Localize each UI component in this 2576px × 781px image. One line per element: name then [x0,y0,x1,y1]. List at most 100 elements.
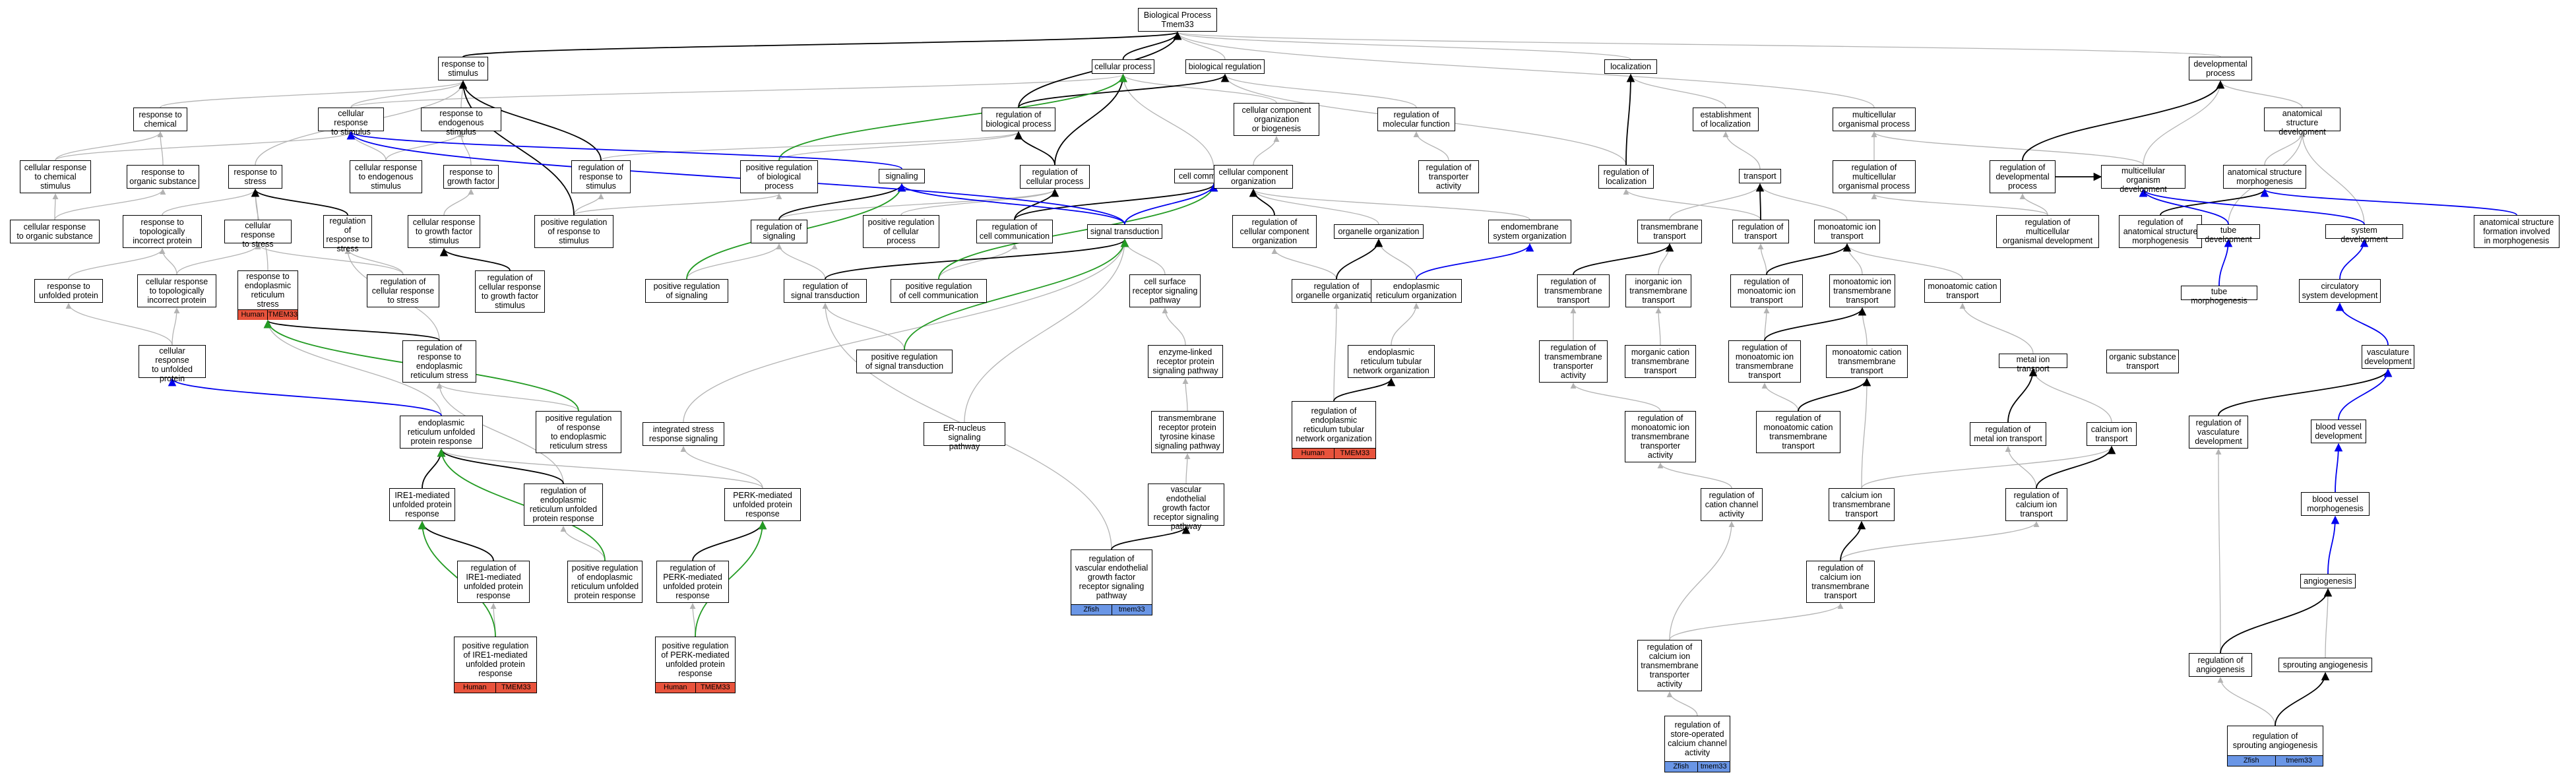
go-term-cell-resp-stim[interactable]: cellular response to stimulus [318,108,384,137]
go-term-resp-stim[interactable]: response to stimulus [438,57,488,80]
go-term-reg-resp-er-stress[interactable]: regulation of response to endoplasmic re… [402,340,476,383]
go-term-reg-er-tubular[interactable]: regulation of endoplasmic reticulum tubu… [1292,401,1376,459]
go-term-reg-monoat-ion[interactable]: regulation of monoatomic ion transport [1730,274,1803,307]
go-term-cell-resp-stress[interactable]: cellular response to stress [224,220,292,249]
go-term-tube-morph[interactable]: tube morphogenesis [2181,286,2257,305]
go-term-pos-reg-perk[interactable]: positive regulation of PERK-mediated unf… [655,637,736,693]
go-term-monoat-ion-transp[interactable]: monoatomic ion transport [1814,220,1880,243]
go-term-pos-reg-ire1[interactable]: positive regulation of IRE1-mediated unf… [454,637,537,693]
go-term-resp-stress[interactable]: response to stress [228,165,282,189]
go-term-pos-reg-bio[interactable]: positive regulation of biological proces… [740,160,818,193]
go-term-reg-dev-proc[interactable]: regulation of developmental process [1990,160,2056,193]
go-term-circ-sys-dev[interactable]: circulatory system development [2299,279,2381,303]
go-term-angiogenesis[interactable]: angiogenesis [2300,574,2356,588]
go-term-resp-topo[interactable]: response to topologically incorrect prot… [123,215,202,248]
go-term-reg-transmem-act[interactable]: regulation of transmembrane transporter … [1539,340,1608,383]
go-term-pos-reg-cell-comm[interactable]: positive regulation of cell communicatio… [891,279,987,303]
go-term-reg-monoat-cation-transmem[interactable]: regulation of monoatomic cation transmem… [1756,411,1840,453]
go-term-calcium-ion-transmem[interactable]: calcium ion transmembrane transport [1829,488,1895,521]
go-term-anat-form[interactable]: anatomical structure formation involved … [2474,215,2560,248]
go-term-pos-reg-resp-stim[interactable]: positive regulation of response to stimu… [534,215,613,248]
go-term-bio-reg[interactable]: biological regulation [1185,59,1265,74]
go-term-blood-vessel-morph[interactable]: blood vessel morphogenesis [2301,492,2370,516]
go-term-reg-loc[interactable]: regulation of localization [1598,165,1654,189]
go-term-monoat-ion-transmem[interactable]: monoatomic ion transmembrane transport [1829,274,1895,307]
go-term-anat-morph[interactable]: anatomical structure morphogenesis [2223,165,2306,189]
go-term-reg-calcium-ion-transp[interactable]: regulation of calcium ion transport [2005,488,2067,521]
go-term-cell-surface-rsp[interactable]: cell surface receptor signaling pathway [1129,274,1201,307]
go-term-localization[interactable]: localization [1604,59,1657,74]
go-term-reg-ire1[interactable]: regulation of IRE1-mediated unfolded pro… [457,561,530,603]
go-term-er-upr[interactable]: endoplasmic reticulum unfolded protein r… [400,416,483,449]
go-term-bp[interactable]: Biological Process Tmem33 [1138,8,1217,32]
go-term-reg-transport[interactable]: regulation of transport [1732,220,1789,243]
go-term-enzyme-linked[interactable]: enzyme-linked receptor protein signaling… [1148,345,1223,378]
go-term-resp-gf[interactable]: response to growth factor [443,165,499,189]
go-term-reg-signal-transd[interactable]: regulation of signal transduction [784,279,867,303]
go-term-reg-mol-func[interactable]: regulation of molecular function [1377,108,1455,131]
go-term-reg-store-operated[interactable]: regulation of store-operated calcium cha… [1664,716,1730,772]
go-term-reg-ccorg[interactable]: regulation of cellular component organiz… [1232,215,1317,248]
go-term-reg-cell-resp-stress[interactable]: regulation of cellular response to stres… [367,274,439,307]
go-term-reg-multi-org[interactable]: regulation of multicellular organismal p… [1833,160,1916,193]
go-term-cell-proc[interactable]: cellular process [1092,59,1154,74]
go-term-reg-transmem-transp[interactable]: regulation of transmembrane transport [1537,274,1610,307]
go-term-tm-rtk[interactable]: transmembrane receptor protein tyrosine … [1151,411,1224,453]
go-term-resp-chem[interactable]: response to chemical [133,108,187,131]
go-term-reg-vasc-dev[interactable]: regulation of vasculature development [2189,416,2248,449]
go-term-cell-resp-topo[interactable]: cellular response to topologically incor… [137,274,216,307]
go-term-metal-ion-transp[interactable]: metal ion transport [1999,354,2067,373]
go-term-reg-cell-comm[interactable]: regulation of cell communication [976,220,1053,243]
go-term-organelle-org[interactable]: organelle organization [1334,224,1424,239]
go-term-cell-comp-org[interactable]: cellular component organization [1214,165,1293,189]
go-term-monoat-cation-transmem[interactable]: monoatomic cation transmembrane transpor… [1826,345,1908,378]
go-term-multi-org-proc[interactable]: multicellular organismal process [1833,108,1916,131]
go-term-dev-proc[interactable]: developmental process [2189,57,2252,80]
go-term-reg-cell-proc[interactable]: regulation of cellular process [1020,165,1090,189]
go-term-reg-cation-channel[interactable]: regulation of cation channel activity [1701,488,1763,521]
go-term-transmem-transp[interactable]: transmembrane transport [1637,220,1702,243]
go-term-reg-perk[interactable]: regulation of PERK-mediated unfolded pro… [656,561,729,603]
go-term-tube-dev[interactable]: tube development [2197,224,2260,244]
go-term-pos-reg-resp-er-stress[interactable]: positive regulation of response to endop… [536,411,621,453]
go-term-cell-resp-org[interactable]: cellular response to organic substance [10,220,100,243]
go-term-resp-er-stress[interactable]: response to endoplasmic reticulum stress… [237,270,298,320]
go-term-blood-vessel-dev[interactable]: blood vessel development [2311,420,2366,443]
go-term-vegf-pathway[interactable]: vascular endothelial growth factor recep… [1148,484,1224,531]
go-term-reg-transp-act[interactable]: regulation of transporter activity [1418,160,1479,193]
go-term-reg-vegf[interactable]: regulation of vascular endothelial growt… [1071,549,1152,615]
go-term-resp-org[interactable]: response to organic substance [127,165,199,189]
go-term-reg-resp-stim[interactable]: regulation of response to stimulus [571,160,631,193]
go-term-reg-anat-morph[interactable]: regulation of anatomical structure morph… [2119,215,2202,248]
go-term-estab-loc[interactable]: establishment of localization [1693,108,1759,131]
go-term-calcium-ion-transp[interactable]: calcium ion transport [2087,422,2137,446]
go-term-inorg-ion-transmem[interactable]: inorganic ion transmembrane transport [1625,274,1691,307]
go-term-system-dev[interactable]: system development [2325,224,2403,244]
go-term-reg-multi-dev[interactable]: regulation of multicellular organismal d… [1996,215,2099,248]
go-term-transport[interactable]: transport [1739,169,1781,183]
go-term-signaling[interactable]: signaling [879,169,925,183]
go-term-cell-resp-chem[interactable]: cellular response to chemical stimulus [20,160,91,193]
go-term-morg-cation-transmem[interactable]: morganic cation transmembrane transport [1625,345,1696,378]
go-term-pos-reg-cell-proc[interactable]: positive regulation of cellular process [863,215,939,248]
go-term-reg-resp-stress[interactable]: regulation of response to stress [323,215,372,253]
go-term-anat-dev[interactable]: anatomical structure development [2264,108,2340,137]
go-term-endomem-org[interactable]: endomembrane system organization [1488,220,1571,243]
go-term-signal-transd[interactable]: signal transduction [1087,224,1162,239]
go-term-pos-reg-signaling[interactable]: positive regulation of signaling [645,279,728,303]
go-term-er-tubular[interactable]: endoplasmic reticulum tubular network or… [1348,345,1435,378]
go-term-reg-metal-ion-transp[interactable]: regulation of metal ion transport [1970,422,2046,446]
go-term-integrated-stress[interactable]: integrated stress response signaling [643,422,724,446]
go-term-ire1-upr[interactable]: IRE1-mediated unfolded protein response [389,488,455,521]
go-term-multi-org-dev[interactable]: multicellular organism development [2101,165,2185,194]
go-term-er-org[interactable]: endoplasmic reticulum organization [1371,279,1462,303]
go-term-cell-resp-gf[interactable]: cellular response to growth factor stimu… [408,215,480,248]
go-term-cell-resp-unfolded[interactable]: cellular response to unfolded protein [139,345,206,383]
go-term-cell-resp-endo[interactable]: cellular response to endogenous stimulus [350,160,422,193]
go-term-reg-organelle-org[interactable]: regulation of organelle organization [1292,279,1381,303]
go-term-resp-endo[interactable]: response to endogenous stimulus [421,108,501,137]
go-term-reg-calcium-transmem-act[interactable]: regulation of calcium ion transmembrane … [1637,640,1702,691]
go-term-reg-signaling[interactable]: regulation of signaling [751,220,807,243]
go-term-reg-monoat-ion-transmem[interactable]: regulation of monoatomic ion transmembra… [1728,340,1801,383]
